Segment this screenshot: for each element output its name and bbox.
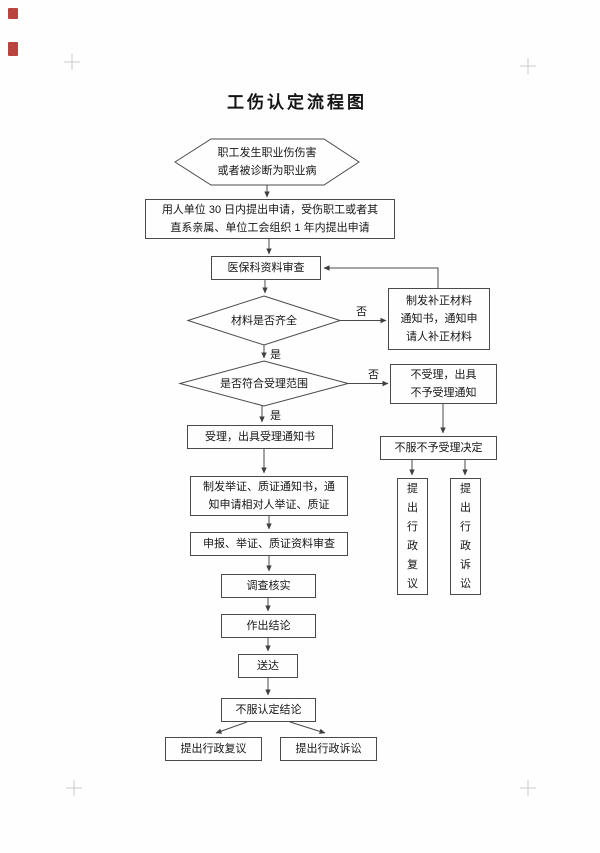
node-deliver: 送达 [238, 654, 298, 678]
edge-label-no-materials: 否 [356, 306, 367, 318]
node-investigate: 调查核实 [221, 574, 316, 598]
node-litigation: 提出行政诉讼 [280, 737, 377, 761]
node-dissent: 不服认定结论 [221, 698, 316, 722]
node-accept: 受理，出具受理通知书 [187, 425, 333, 449]
edge-label-yes-materials: 是 [270, 349, 281, 361]
node-start: 职工发生职业伤伤害 或者被诊断为职业病 [217, 147, 317, 177]
node-materials-complete: 材料是否齐全 [231, 314, 297, 327]
crop-marks [64, 54, 536, 796]
node-apply: 用人单位 30 日内提出申请，受伤职工或者其 直系亲属、单位工会组织 1 年内提… [145, 199, 395, 239]
node-reject-litigation: 提 出 行 政 诉 讼 [450, 478, 481, 595]
node-reject: 不受理，出具 不予受理通知 [390, 364, 497, 404]
connector-lines [215, 185, 468, 734]
node-evidence-review: 申报、举证、质证资料审查 [190, 532, 348, 556]
edge-label-no-scope: 否 [368, 369, 379, 381]
node-evidence-notice: 制发举证、质证通知书，通 知申请相对人举证、质证 [190, 476, 348, 516]
page-title: 工伤认定流程图 [227, 93, 367, 112]
node-reconsideration: 提出行政复议 [165, 737, 262, 761]
node-correction: 制发补正材料 通知书，通知申 请人补正材料 [388, 288, 490, 350]
node-reject-reconsideration: 提 出 行 政 复 议 [397, 478, 428, 595]
red-seal-icon [8, 8, 18, 19]
start-hexagon-shape [174, 138, 360, 186]
red-seal-icon [8, 42, 18, 56]
scope-diamond-shape [178, 360, 350, 407]
node-conclude: 作出结论 [221, 614, 316, 638]
node-review: 医保科资料审查 [211, 256, 321, 280]
edge-label-yes-scope: 是 [270, 410, 281, 422]
node-scope: 是否符合受理范围 [220, 377, 308, 390]
node-reject-dissent: 不服不予受理决定 [380, 436, 497, 460]
